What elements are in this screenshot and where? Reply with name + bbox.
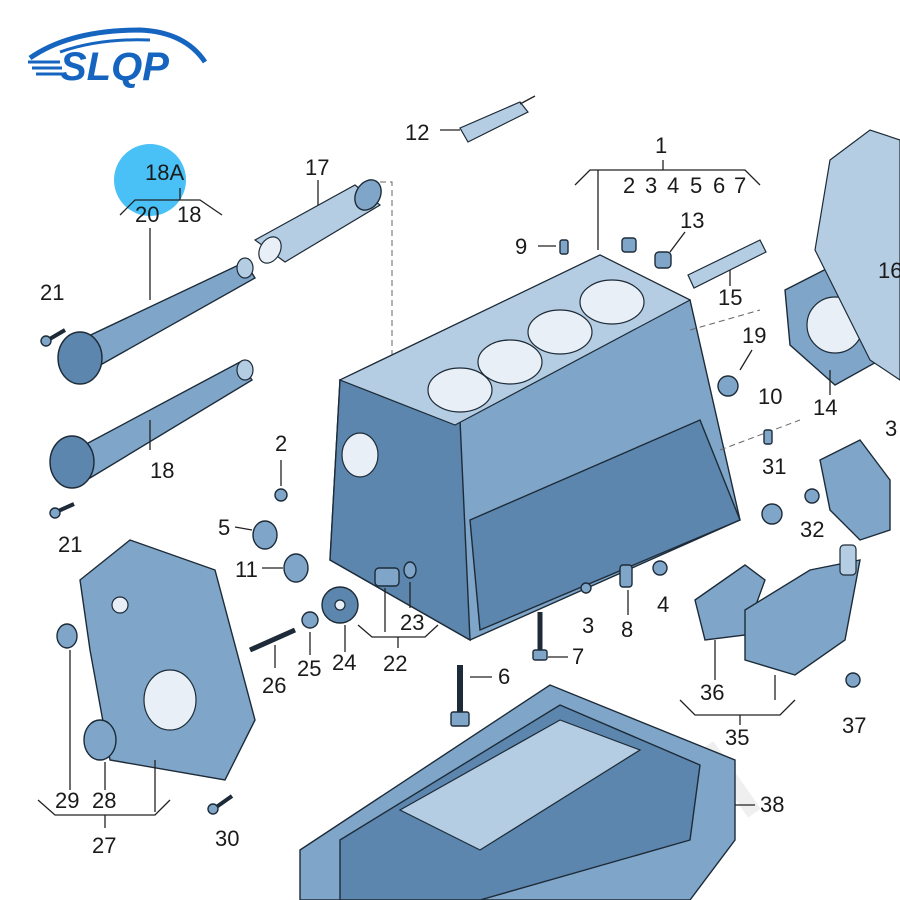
- label-14: 14: [813, 395, 837, 420]
- part-15-tube: [687, 239, 767, 289]
- label-20: 20: [135, 202, 159, 227]
- label-5: 5: [218, 515, 230, 540]
- part-23-ring: [403, 561, 417, 579]
- part-22-bush: [374, 567, 400, 587]
- part-31-pulley: [761, 503, 783, 525]
- label-17: 17: [305, 155, 329, 180]
- part-2-plug: [621, 237, 637, 253]
- label-21-bottom: 21: [58, 532, 82, 557]
- highlight-circle: [114, 144, 186, 216]
- part-9-pin: [559, 239, 569, 255]
- label-29: 29: [55, 788, 79, 813]
- label-1-2: 2: [623, 173, 635, 198]
- label-37: 37: [842, 713, 866, 738]
- label-2: 2: [275, 431, 287, 456]
- label-23: 23: [400, 610, 424, 635]
- part-35-oil-filter-housing: [744, 544, 861, 676]
- label-18-top: 18: [177, 202, 201, 227]
- part-10-pin: [763, 429, 773, 445]
- label-27: 27: [92, 833, 116, 858]
- label-15: 15: [718, 285, 742, 310]
- part-20-balance-shaft: [57, 257, 256, 385]
- label-18: 18: [150, 458, 174, 483]
- part-25-washer: [301, 611, 319, 629]
- label-3-right: 3: [885, 416, 897, 441]
- part-pump-housing: [819, 439, 891, 541]
- label-8: 8: [621, 617, 633, 642]
- part-37-bolt: [845, 672, 861, 688]
- part-38-oil-pan: [299, 684, 736, 900]
- part-3-plug: [580, 582, 592, 594]
- label-1-4: 4: [667, 173, 679, 198]
- label-31: 31: [762, 454, 786, 479]
- part-17-sleeve: [253, 179, 382, 264]
- slqp-logo: SLQP: [28, 27, 208, 89]
- part-16-plate: [814, 129, 900, 381]
- label-21-top: 21: [40, 280, 64, 305]
- engine-block: [329, 254, 741, 642]
- label-26: 26: [262, 673, 286, 698]
- label-18A: 18A: [145, 160, 184, 185]
- part-8-sensor: [619, 564, 633, 588]
- label-3: 3: [582, 613, 594, 638]
- label-9: 9: [515, 234, 527, 259]
- label-11: 11: [235, 557, 258, 582]
- label-6: 6: [498, 664, 510, 689]
- part-27-timing-cover: [79, 539, 256, 781]
- label-4: 4: [657, 592, 669, 617]
- label-35: 35: [725, 725, 749, 750]
- part-32-bolt: [804, 488, 820, 504]
- label-30: 30: [215, 826, 239, 851]
- part-11-ring: [283, 553, 309, 583]
- part-13-seal: [654, 251, 672, 269]
- part-12: [459, 95, 536, 143]
- label-22: 22: [383, 651, 407, 676]
- label-7: 7: [572, 644, 584, 669]
- label-36: 36: [700, 680, 724, 705]
- label-38: 38: [760, 792, 784, 817]
- logo-text: SLQP: [60, 45, 169, 89]
- label-32: 32: [800, 517, 824, 542]
- part-30-bolt: [207, 794, 234, 815]
- label-16: 16: [878, 258, 900, 283]
- part-19-ring: [717, 375, 739, 397]
- label-12: 12: [405, 120, 429, 145]
- part-28-seal: [83, 719, 117, 761]
- part-6-bolt: [450, 665, 470, 727]
- label-1-3: 3: [645, 173, 657, 198]
- part-7-bolt: [532, 612, 548, 661]
- part-5-ring: [252, 520, 278, 550]
- part-2-small-plug: [274, 488, 288, 502]
- part-21-bolt-upper: [40, 328, 67, 347]
- part-26-bolt: [248, 627, 297, 653]
- part-4-plug: [652, 560, 668, 576]
- part-18-balance-shaft: [49, 359, 254, 489]
- label-28: 28: [92, 788, 116, 813]
- label-24: 24: [332, 650, 356, 675]
- label-10: 10: [758, 384, 782, 409]
- label-1: 1: [655, 133, 667, 158]
- label-19: 19: [742, 323, 766, 348]
- part-24-gear: [321, 586, 359, 624]
- part-29-seal: [56, 623, 78, 649]
- label-1-5: 5: [690, 173, 702, 198]
- label-25: 25: [297, 656, 321, 681]
- part-21-bolt-lower: [49, 502, 75, 519]
- label-1-7: 7: [734, 173, 746, 198]
- label-1-6: 6: [713, 173, 725, 198]
- label-13: 13: [680, 208, 704, 233]
